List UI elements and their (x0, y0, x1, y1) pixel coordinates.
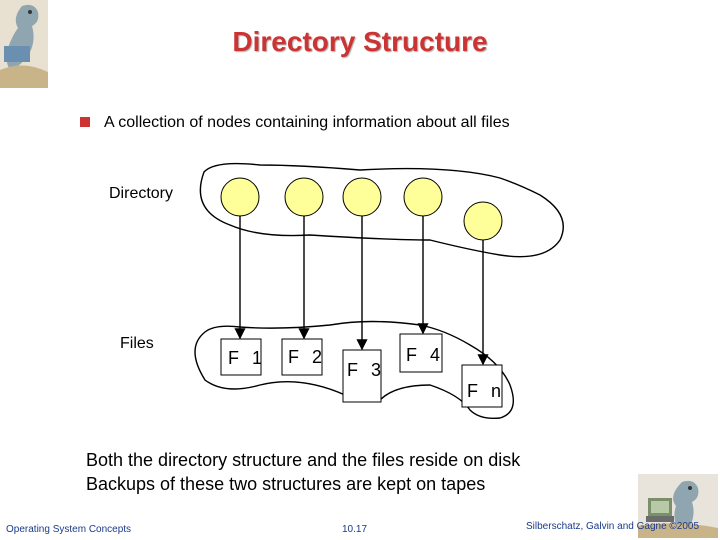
file-label-f1: F 1 (228, 348, 266, 368)
footer-page-number: 10.17 (342, 524, 368, 535)
footer-copyright: Silberschatz, Galvin and Gagne ©2005 (526, 521, 700, 532)
bullet-square-icon (80, 117, 90, 127)
directory-boundary (199, 162, 564, 258)
directory-node-2 (284, 177, 324, 217)
dinosaur-computer-logo-icon (638, 474, 718, 538)
slide-title: Directory Structure (232, 26, 488, 57)
files-label: Files (120, 335, 154, 352)
file-label-f4: F 4 (406, 345, 444, 365)
bottom-line-2: Backups of these two structures are kept… (86, 474, 486, 494)
file-box-f1 (220, 338, 262, 376)
directory-label: Directory (109, 185, 174, 202)
file-label-fn: F n (467, 381, 505, 401)
bullet-text: A collection of nodes containing informa… (104, 114, 510, 131)
dinosaur-logo-icon (0, 0, 48, 88)
directory-node-3 (342, 177, 382, 217)
bullet-item: A collection of nodes containing informa… (80, 114, 510, 132)
file-box-f4 (399, 333, 443, 373)
directory-node-4 (403, 177, 443, 217)
file-box-f3 (342, 349, 382, 403)
file-box-fn (461, 364, 503, 408)
bottom-line-1: Both the directory structure and the fil… (86, 450, 521, 470)
directory-node-1 (220, 177, 260, 217)
file-label-f3: F 3 (347, 360, 385, 380)
files-boundary (194, 320, 514, 420)
footer-course: Operating System Concepts (6, 524, 132, 535)
file-box-f2 (281, 338, 323, 376)
directory-node-5 (463, 201, 503, 241)
file-label-f2: F 2 (288, 347, 326, 367)
